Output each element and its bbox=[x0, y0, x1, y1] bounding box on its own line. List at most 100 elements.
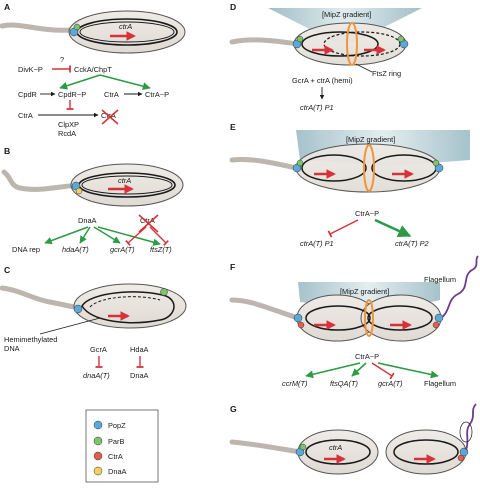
ctrap-label: CtrA~P bbox=[355, 209, 379, 218]
parb-dot bbox=[73, 23, 81, 31]
stalk bbox=[0, 22, 73, 33]
ctra-label: CtrA bbox=[104, 90, 119, 99]
ctrap-label: CtrA~P bbox=[145, 90, 169, 99]
flagellum-target-label: Flagellum bbox=[424, 379, 456, 388]
panel-f: F [MipZ gradient] Flagellum CtrA~P ccrM(… bbox=[229, 255, 479, 388]
ctrap-activate-p2 bbox=[374, 218, 412, 238]
ctrap-to-ftsqa bbox=[351, 362, 367, 377]
chromosome-left bbox=[301, 31, 379, 57]
cell-body-swarmer bbox=[385, 429, 467, 475]
clpxp-label: ClpXP bbox=[58, 120, 79, 129]
gcra-t-label: gcrA(T) bbox=[110, 245, 135, 254]
ccka-label: CckA/ChpT bbox=[74, 65, 112, 74]
ftsz-ring bbox=[364, 299, 374, 337]
ctra-label: CtrA bbox=[140, 216, 155, 225]
parb-dot bbox=[160, 288, 168, 296]
stalk bbox=[0, 285, 81, 311]
dnaa-to-hdaa bbox=[79, 226, 91, 244]
panel-a: A ctrA ? DivK~P CckA/ChpT CpdR CpdR~P Ct… bbox=[0, 2, 186, 138]
ctra-inhibit-gcra bbox=[125, 226, 147, 246]
dnaa-to-dnarep bbox=[44, 226, 89, 245]
ctra-dot bbox=[297, 321, 305, 329]
ctrap-inhibit-gcra bbox=[371, 362, 395, 380]
chromosome-inner bbox=[79, 21, 175, 43]
chromosome-right bbox=[367, 305, 433, 331]
cpdrp-label: CpdR~P bbox=[58, 90, 86, 99]
gene-label: ctrA bbox=[119, 22, 132, 31]
replicating-chromosome bbox=[81, 291, 175, 324]
ctra-p1-label: ctrA(T) P1 bbox=[300, 103, 334, 112]
mipz-label: [MipZ gradient] bbox=[322, 10, 371, 19]
legend-label: PopZ bbox=[108, 421, 126, 430]
legend-swatch-dnaa bbox=[93, 466, 103, 476]
ctrap-inhibit-p1 bbox=[327, 219, 359, 238]
ctra-inhibit-ftsz bbox=[149, 226, 169, 246]
ftsz-ring-label: FtsZ ring bbox=[372, 69, 401, 78]
gene-label: ctrA bbox=[118, 176, 131, 185]
hemi-label-2: DNA bbox=[4, 344, 20, 353]
hemi-label-1: Hemimethylated bbox=[4, 335, 57, 344]
ctra-p2-label: ctrA(T) P2 bbox=[395, 239, 429, 248]
panel-label-g: G bbox=[230, 404, 237, 414]
chromosome-left bbox=[301, 154, 367, 182]
rcda-label: RcdA bbox=[58, 129, 76, 138]
parb-dot-new-pole bbox=[432, 159, 440, 167]
parb-dot bbox=[299, 443, 307, 451]
chromosome-swarmer bbox=[393, 439, 459, 465]
legend-swatch-parb bbox=[93, 436, 103, 446]
dnaa-to-ftsz bbox=[97, 226, 161, 246]
legend-swatch-popz bbox=[93, 420, 103, 430]
gene-label: ctrA bbox=[329, 443, 342, 452]
dnarep-label: DNA rep bbox=[12, 245, 40, 254]
stalk bbox=[229, 37, 301, 47]
stalk bbox=[229, 439, 303, 455]
flagellum bbox=[437, 255, 479, 321]
cpdr-label: CpdR bbox=[18, 90, 37, 99]
divk-label: DivK~P bbox=[18, 65, 43, 74]
chromosome-stalked bbox=[305, 439, 371, 465]
panel-label-f: F bbox=[230, 262, 235, 272]
dnaa-t-label: dnaA(T) bbox=[83, 371, 110, 380]
panel-b: B ctrA DnaA CtrA DNA rep hdaA(T) gcrA(T)… bbox=[1, 146, 184, 254]
ctra-p1-label: ctrA(T) P1 bbox=[300, 239, 334, 248]
popz-dot-new-pole bbox=[434, 313, 444, 323]
panel-e: E [MipZ gradient] CtrA~P ctrA(T) P1 ctrA… bbox=[229, 122, 470, 248]
ctrap-to-ccrm bbox=[305, 362, 361, 379]
hdaa-t-label: hdaA(T) bbox=[62, 245, 89, 254]
cell-body bbox=[68, 10, 186, 54]
ccrm-t-label: ccrM(T) bbox=[282, 379, 308, 388]
popz-dot bbox=[293, 313, 303, 323]
cell-body bbox=[70, 163, 184, 207]
hemi-pointer bbox=[39, 317, 101, 335]
parb-dot bbox=[296, 35, 304, 43]
panel-label-e: E bbox=[230, 122, 236, 132]
legend-label: CtrA bbox=[108, 452, 123, 461]
ctrap-to-flagellum bbox=[377, 362, 439, 379]
dnaa-dot bbox=[75, 187, 83, 195]
parb-dot bbox=[296, 159, 304, 167]
mipz-label: [MipZ gradient] bbox=[340, 287, 389, 296]
question-mark: ? bbox=[60, 55, 64, 64]
parb-dot-new-pole bbox=[397, 35, 405, 43]
gcra-hemi-label: GcrA + ctrA (hemi) bbox=[292, 76, 353, 85]
ftsz-ring bbox=[363, 144, 375, 192]
arrow-to-ctrap bbox=[99, 74, 151, 91]
ctra-deg-label: CtrA bbox=[18, 111, 33, 120]
ftsz-pointer bbox=[355, 63, 373, 73]
panel-label-a: A bbox=[4, 2, 10, 12]
dnaa-to-gcra bbox=[93, 226, 121, 244]
arrow-to-cpdrp bbox=[59, 74, 101, 90]
ftsz-ring bbox=[346, 22, 358, 66]
legend-label: DnaA bbox=[108, 467, 127, 476]
ctra-dot-new-pole bbox=[432, 321, 440, 329]
ftsz-t-label: ftsZ(T) bbox=[150, 245, 172, 254]
legend-swatch-ctra bbox=[93, 451, 103, 461]
degraded-cross bbox=[101, 109, 119, 125]
cell-body bbox=[295, 143, 441, 193]
mipz-label: [MipZ gradient] bbox=[346, 135, 395, 144]
stalk bbox=[1, 169, 83, 192]
legend: PopZ ParB CtrA DnaA bbox=[85, 409, 159, 483]
chromosome-left bbox=[305, 305, 371, 331]
ctrap-label: CtrA~P bbox=[355, 352, 379, 361]
